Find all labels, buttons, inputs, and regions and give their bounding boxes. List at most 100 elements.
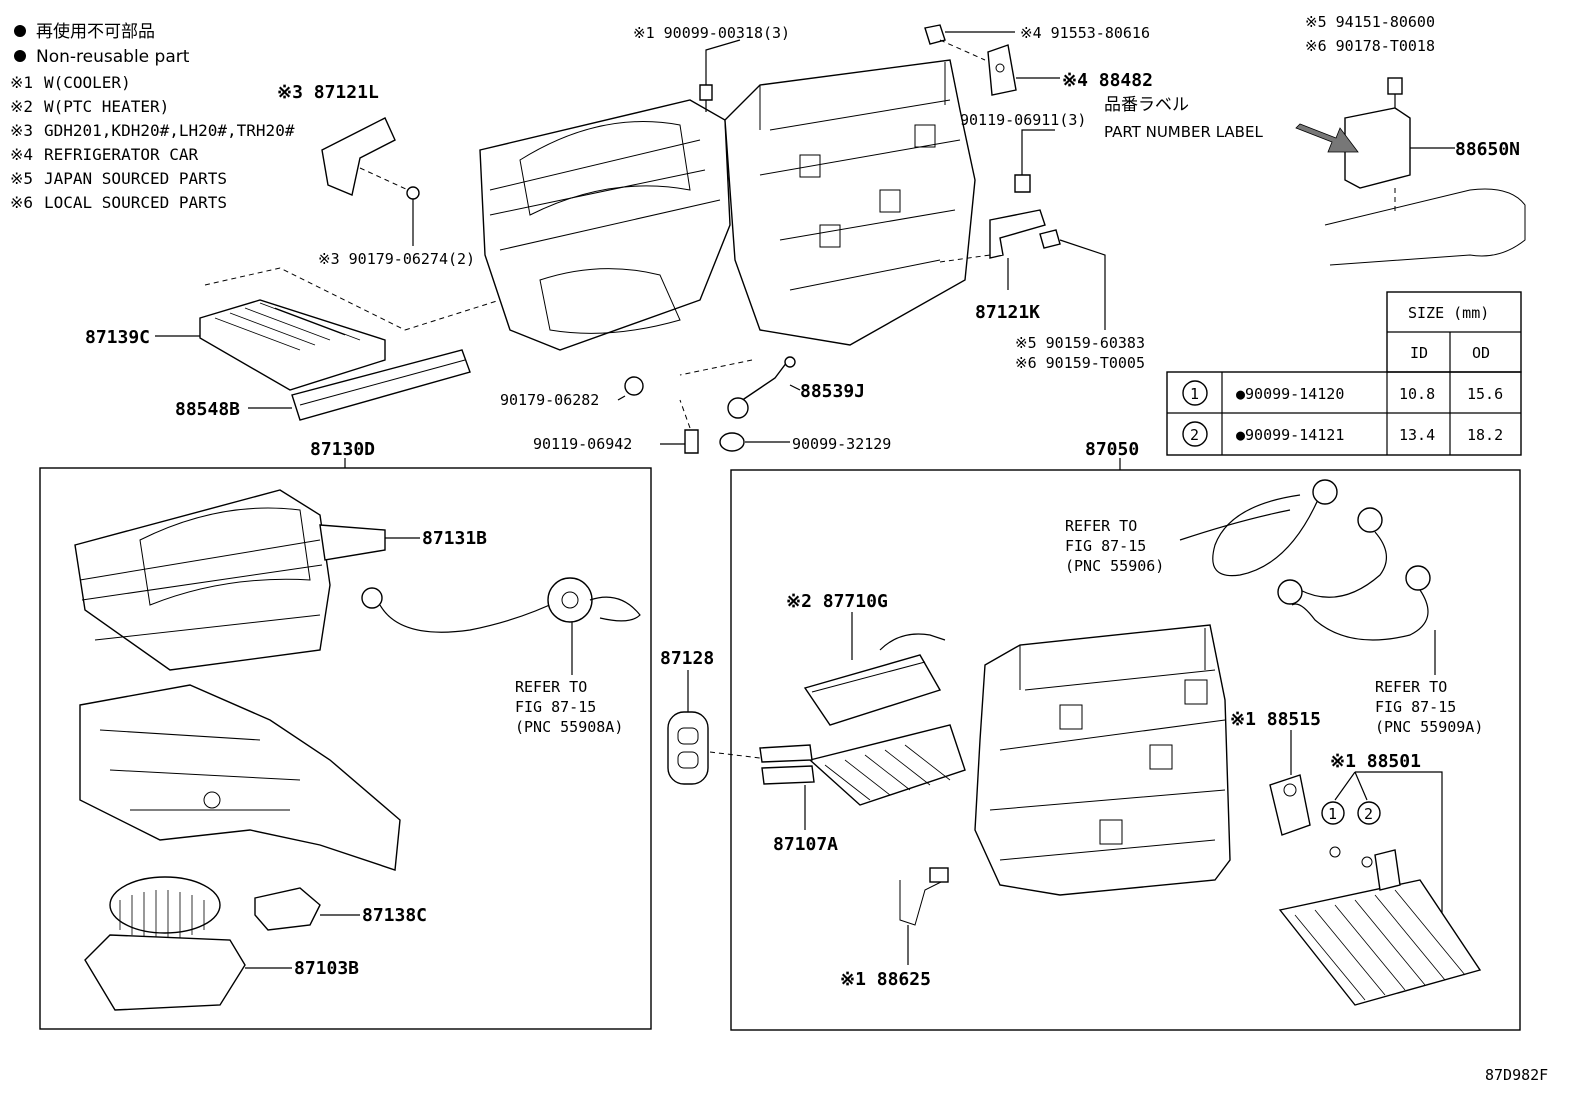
screw-90119-06942 [660,399,699,454]
blower-housing-lines [489,139,721,251]
case-clip [1149,744,1173,770]
connector-icon [361,587,383,609]
callout-88650N: 88650N [1455,139,1520,160]
leader-dashed [679,359,753,376]
legend-item: GDH201,KDH20#,LH20#,TRH20# [44,121,295,140]
blower-scroll-shape [539,268,681,334]
refer-line: (PNC 55908A) [515,718,623,736]
callout-87128: 87128 [660,648,714,669]
refer-line: REFER TO [1065,517,1137,535]
bolt-icon [1014,174,1031,193]
connector-icon [1312,479,1338,505]
callout-88482: ※4 88482 [1062,70,1153,91]
bracket-87121K [939,209,1046,290]
screw-90159 [1039,229,1106,330]
table-row-id: 13.4 [1399,426,1435,444]
subassembly-frame [730,469,1521,1031]
table-col-od: OD [1472,344,1490,362]
screw-icon [1039,229,1061,249]
o-ring-icon [1361,856,1373,868]
legend-marker: ※3 [10,121,33,140]
heater-core-pipes [759,744,815,785]
callout-90099-00318: ※1 90099-00318(3) [633,24,790,42]
leader-dashed [709,751,761,759]
callout-90159-T0005: ※6 90159-T0005 [1015,354,1145,372]
clamp-icon [784,356,796,368]
hose-88539J [679,356,801,419]
leader-dashed [204,267,501,331]
callout-87139C: 87139C [85,327,150,348]
screw-icon [699,84,713,101]
legend-item: W(PTC HEATER) [44,97,169,116]
arrow-icon [1295,123,1359,153]
seal-87128: 87128 [660,648,761,785]
callout-87107A: 87107A [773,834,838,855]
o-ring-icon [1329,846,1341,858]
hole-icon [995,63,1005,73]
case-clip [1099,819,1123,845]
screw-90099-00318 [699,39,741,112]
intake-case-door [139,507,311,606]
leader-line [1021,129,1055,175]
callout-87103B: 87103B [294,958,359,979]
leader-line [1334,771,1368,801]
callout-90178-T0018: ※6 90178-T0018 [1305,37,1435,55]
callout-87121K: 87121K [975,302,1040,323]
cover-line [299,359,466,406]
circle-number-icon [1182,421,1208,447]
table-col-id: ID [1410,344,1428,362]
circle-number-icon [1357,801,1381,825]
blower-case-hole [203,791,221,809]
circle-number-icon [1321,801,1345,825]
filter-pleats [214,302,361,351]
legend-item: JAPAN SOURCED PARTS [44,169,227,188]
leader-line [1355,771,1443,930]
refer-line: REFER TO [515,678,587,696]
wire-shape [1291,589,1429,641]
part-number-label-en: PART NUMBER LABEL [1104,123,1263,141]
vehicle-outline [1324,188,1526,266]
grommet-icon [727,397,749,419]
evaporator-pipe [1374,849,1401,891]
callout-90119-06911: 90119-06911(3) [960,111,1086,129]
expansion-valve-shape [1269,774,1311,836]
bullet-icon [14,25,26,37]
seal-hole [677,727,699,745]
blower-intake-shape [519,121,691,216]
table-row-num: 1 [1190,385,1199,403]
legend-item-jp: 再使用不可部品 [36,21,155,42]
ptc-heater-shape [803,654,942,726]
heater-core-fins [824,744,951,801]
seal-hole [677,751,699,769]
subassembly-frame [39,467,652,1030]
actuator-icon [547,577,593,623]
nut-icon [406,186,420,200]
circle-number: 2 [1364,805,1373,823]
hose-shape [734,361,788,406]
table-title: SIZE (mm) [1408,304,1489,322]
refer-line: (PNC 55906) [1065,557,1164,575]
bolt-91553-80616 [924,24,1015,61]
legend: 再使用不可部品 Non-reusable part ※1 W(COOLER) ※… [10,21,295,212]
callout-88539J: 88539J [800,381,865,402]
blower-case-lines [99,729,301,811]
heater-unit-lines [759,62,961,291]
legend-item-non-reusable: Non-reusable part [36,47,190,67]
refer-line: FIG 87-15 [1065,537,1146,555]
callout-90179-06274: ※3 90179-06274(2) [318,250,475,268]
main-assembly-drawing [479,59,976,351]
leader-dashed [359,167,409,191]
legend-marker: ※2 [10,97,33,116]
intake-case-lines [79,539,323,641]
air-case-lines [989,628,1226,861]
heater-core-shape [808,724,966,806]
table-row-part: ●90099-14121 [1236,426,1344,444]
table-row-od: 18.2 [1467,426,1503,444]
callout-87050: 87050 [1085,439,1139,460]
bracket-shape [321,117,396,196]
evaporator-fins [1294,889,1466,1001]
connector-icon [1405,565,1431,591]
callout-88625: ※1 88625 [840,969,931,990]
blower-case-shape [79,684,401,871]
bullet-icon [14,50,26,62]
